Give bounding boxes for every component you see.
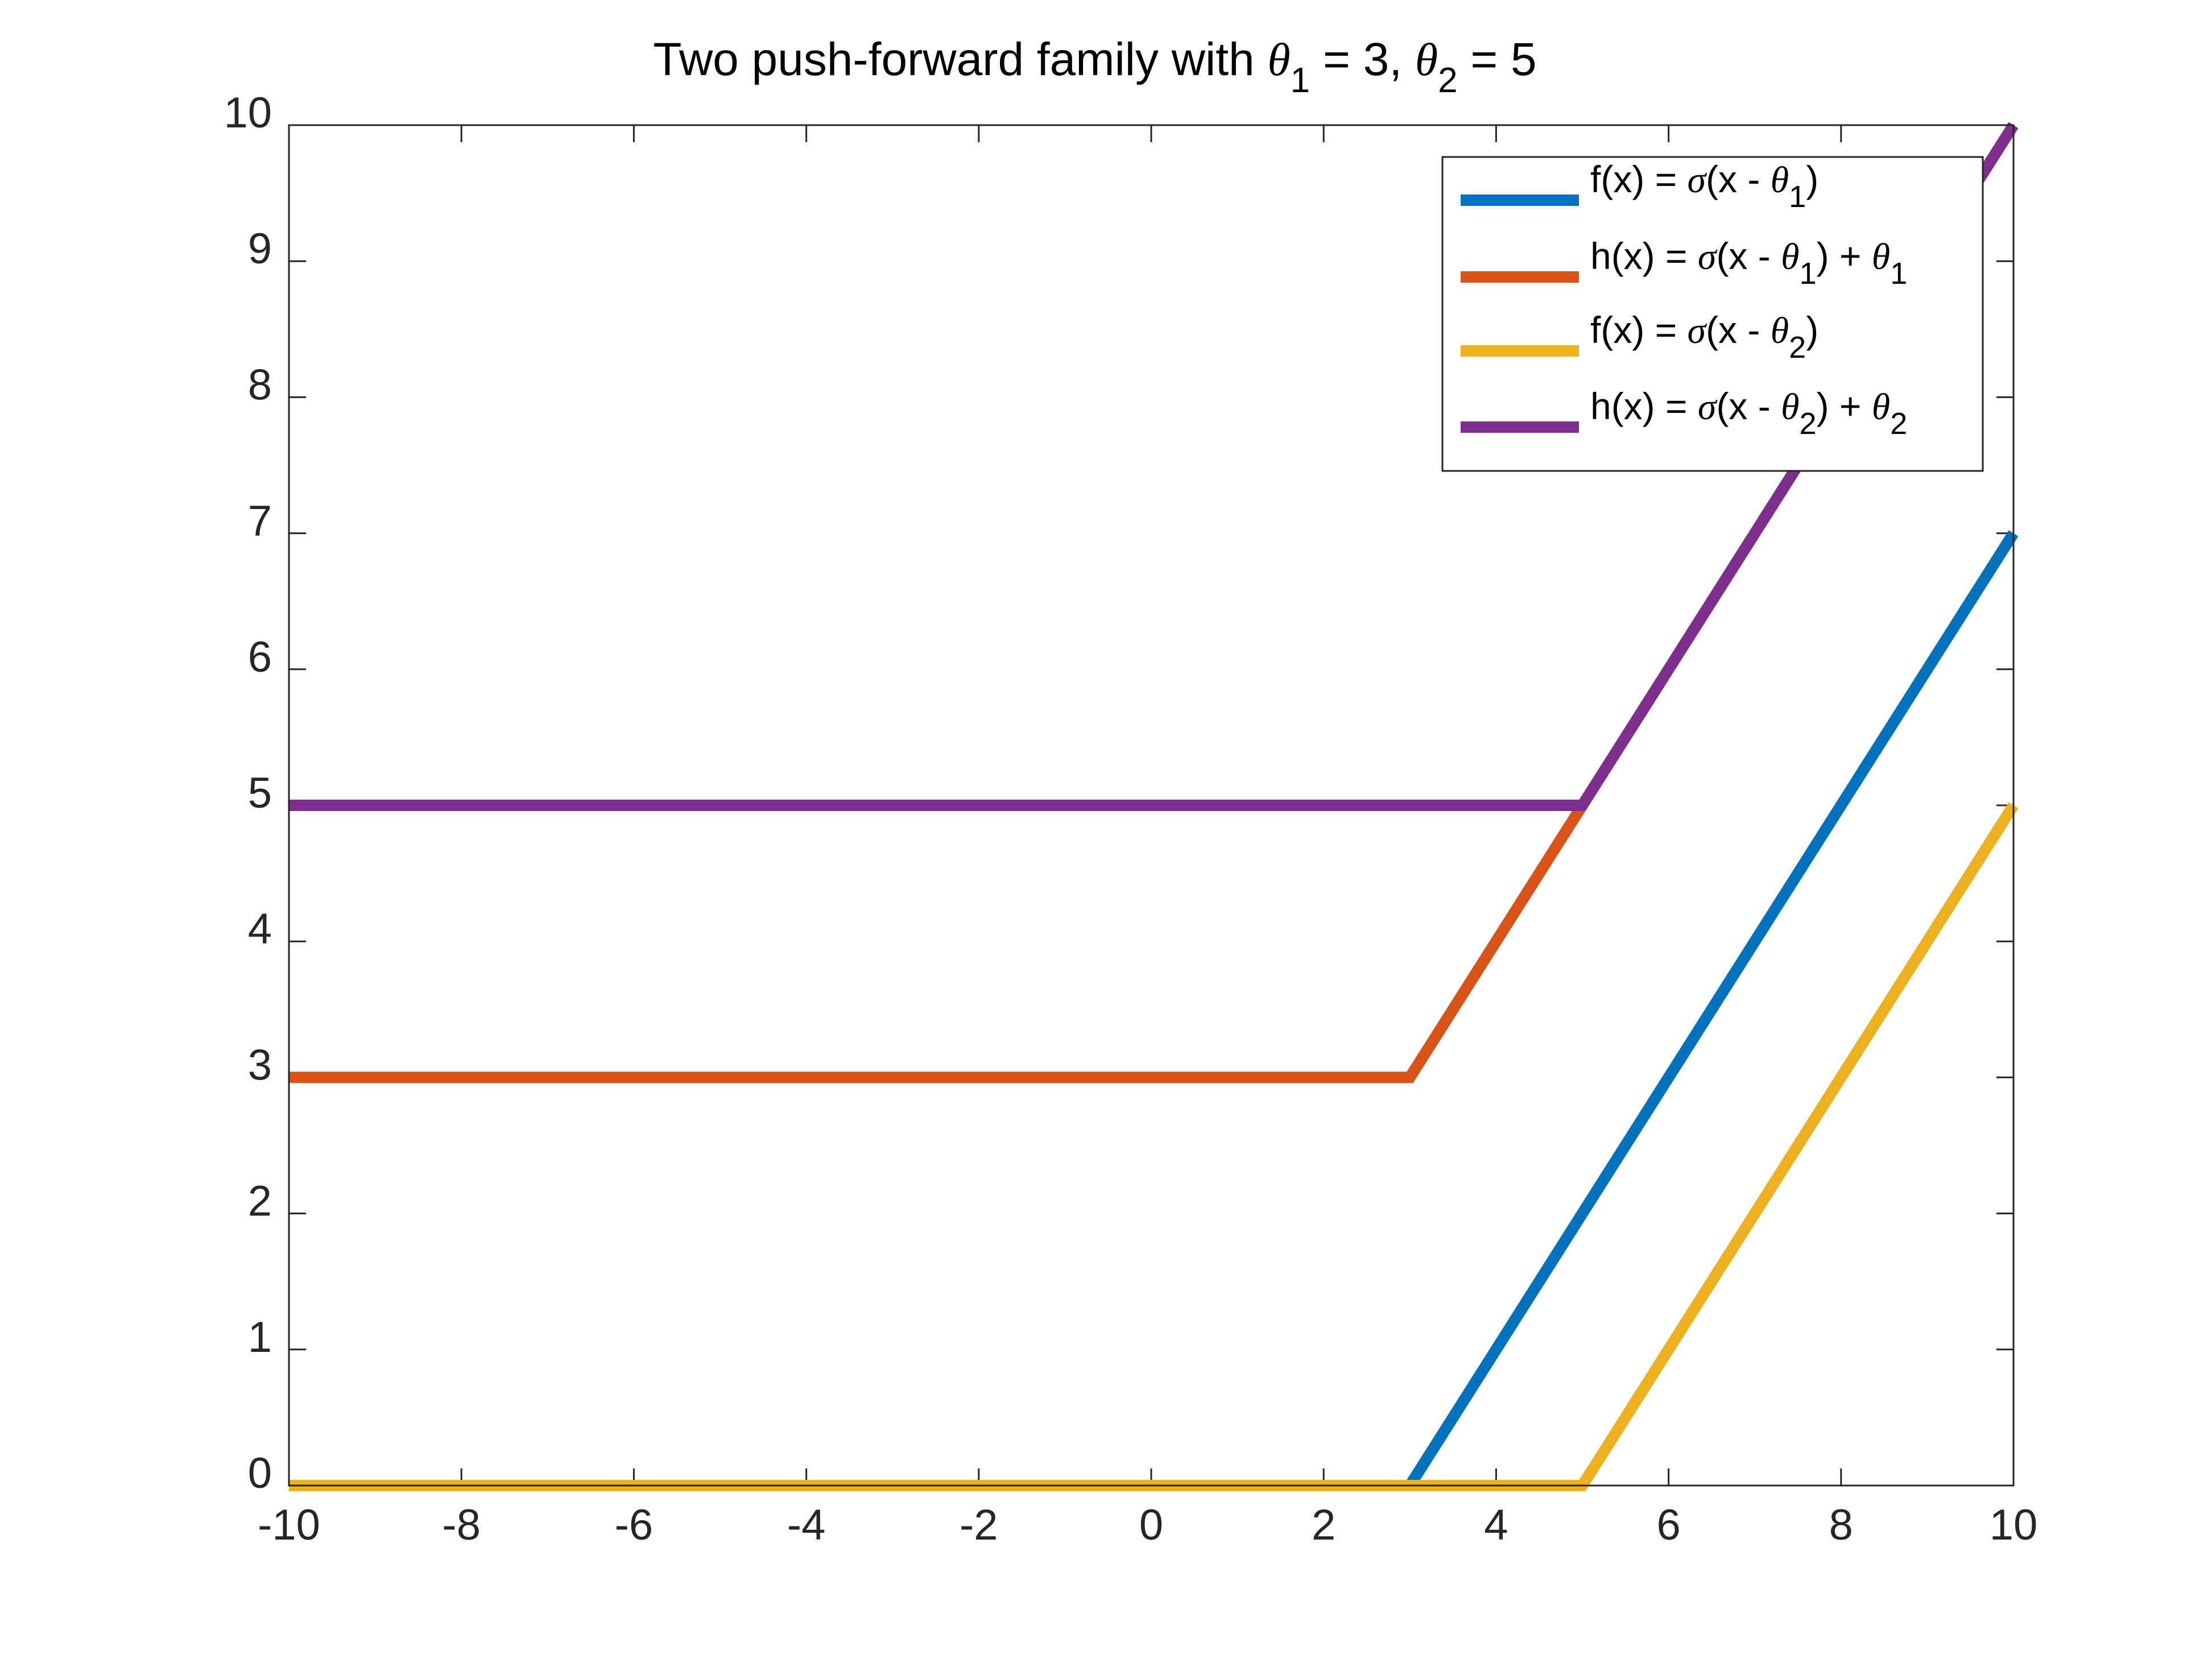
title-theta-2: θ — [1415, 34, 1438, 85]
chart-title: Two push-forward family with θ1 = 3, θ2 … — [653, 34, 1536, 100]
x-tick-label: 4 — [1484, 1501, 1508, 1549]
y-tick-label: 6 — [248, 633, 272, 681]
x-tick-label: -4 — [787, 1501, 826, 1549]
x-tick-label: 6 — [1656, 1501, 1680, 1549]
title-sub-2: 2 — [1438, 61, 1457, 100]
y-tick-label: 5 — [248, 769, 272, 817]
x-tick-label: -8 — [442, 1501, 481, 1549]
title-theta-1: θ — [1267, 34, 1290, 85]
title-prefix: Two push-forward family with — [653, 34, 1267, 85]
y-tick-label: 8 — [248, 361, 272, 409]
x-tick-label: 8 — [1829, 1501, 1853, 1549]
x-tick-label: 2 — [1312, 1501, 1336, 1549]
y-tick-label: 3 — [248, 1041, 272, 1089]
legend-box — [1441, 156, 1984, 472]
y-tick-label: 7 — [248, 497, 272, 545]
y-tick-label: 4 — [248, 905, 272, 953]
y-tick-label: 10 — [224, 89, 272, 137]
legend-label-1: f(x) = σ(x - θ1) — [1590, 158, 1818, 214]
x-tick-label: 10 — [1990, 1501, 2038, 1549]
y-tick-label: 1 — [248, 1313, 272, 1362]
y-tick-label: 0 — [248, 1449, 272, 1497]
title-sub-1: 1 — [1291, 61, 1310, 100]
series-line-1 — [289, 530, 2019, 1491]
legend-label-4: h(x) = σ(x - θ2) + θ2 — [1590, 385, 1907, 441]
legend-label-3: f(x) = σ(x - θ2) — [1590, 309, 1818, 365]
y-tick-label: 2 — [248, 1177, 272, 1226]
title-suffix: = 5 — [1458, 34, 1537, 85]
axis-ticks: -10 -8 -6 -4 -2 0 2 4 6 8 10 0 1 2 3 4 5 6 7 8 9 10 — [224, 89, 2037, 1549]
x-tick-label: 0 — [1139, 1501, 1163, 1549]
y-tick-label: 9 — [248, 225, 272, 273]
x-tick-label: -6 — [615, 1501, 654, 1549]
series-line-3 — [289, 802, 2019, 1491]
legend: f(x) = σ(x - θ1) h(x) = σ(x - θ1) + θ1 f(x… — [1441, 156, 1984, 472]
x-tick-label: -2 — [960, 1501, 998, 1549]
legend-label-2: h(x) = σ(x - θ1) + θ1 — [1590, 235, 1907, 291]
title-mid: = 3, — [1310, 34, 1415, 85]
x-tick-label: -10 — [258, 1501, 320, 1549]
axes-box — [288, 124, 2015, 1487]
